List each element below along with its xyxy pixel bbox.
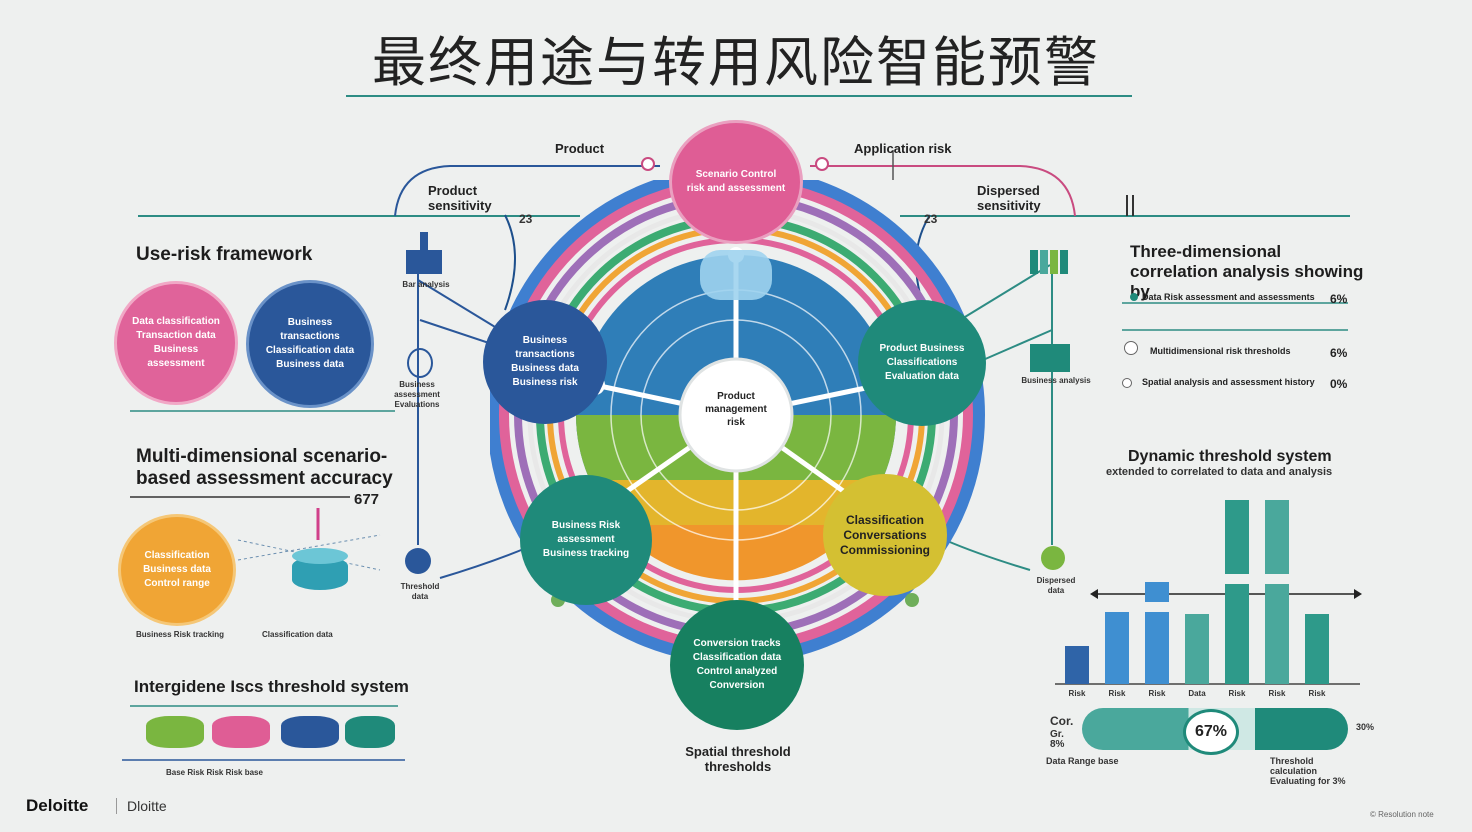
node-dot-right <box>1041 546 1065 570</box>
deloitte-logo-secondary: Dloitte <box>116 798 167 814</box>
dispersed-sensitivity-label: Dispersed sensitivity <box>977 183 1041 213</box>
pink-circle[interactable]: Data classification Transaction data Bus… <box>114 281 238 405</box>
bottom-label: Spatial threshold thresholds <box>685 744 791 774</box>
bar-6 <box>1305 614 1329 684</box>
gauge-caption-left: Data Range base <box>1046 756 1119 766</box>
tick-label-0: Risk <box>1069 689 1086 698</box>
gauge-left-bottom: Gr. 8% <box>1050 729 1065 750</box>
product-label: Product <box>555 141 605 156</box>
bottom-left-circle[interactable]: Business Risk assessment Business tracki… <box>520 475 652 605</box>
left-circle[interactable]: Business transactions Business data Busi… <box>483 300 607 424</box>
tick-label-6: Risk <box>1309 689 1326 698</box>
deloitte-logo: Deloitte <box>26 796 89 815</box>
bar-3 <box>1185 614 1209 684</box>
corr-row-1-value: 6% <box>1330 292 1348 306</box>
three-dim-title: Three-dimensional correlation analysis s… <box>1130 242 1364 301</box>
tick-label-3: Data <box>1188 689 1206 698</box>
dynamic-threshold-bar-chart: Risk Risk Risk Data Risk Risk Risk <box>1065 500 1329 698</box>
num-right: 23 <box>924 212 938 226</box>
bar-2 <box>1145 612 1169 684</box>
multi-dimensional-title: Multi-dimensional scenario-based assessm… <box>136 446 393 489</box>
tick-label-5: Risk <box>1269 689 1286 698</box>
bar-4 <box>1225 584 1249 684</box>
tick-label-4: Risk <box>1229 689 1246 698</box>
bar-5 <box>1265 584 1289 684</box>
upper-bar-4 <box>1225 500 1249 574</box>
orange-circle[interactable]: Classification Business data Control ran… <box>118 514 236 626</box>
corr-row-2-value: 6% <box>1330 346 1348 360</box>
gauge-caption-right: Threshold calculation Evaluating for 3% <box>1270 756 1346 786</box>
corr-row-1-text: Data Risk assessment and assessments <box>1142 292 1315 302</box>
corr-row-2-dot <box>1124 341 1138 355</box>
gauge-value: 67% <box>1194 723 1228 740</box>
corr-row-1-dot <box>1130 293 1138 301</box>
corr-row-1[interactable]: Data Risk assessment and assessments 6% <box>1130 292 1360 306</box>
dynamic-threshold-title: Dynamic threshold system <box>1128 448 1332 465</box>
right-node-caption-1: Business analysis <box>1021 376 1091 385</box>
dynamic-threshold-subtitle: extended to correlated to data and analy… <box>1106 466 1333 478</box>
application-risk-label: Application risk <box>854 141 952 156</box>
corr-row-2-text: Multidimensional risk thresholds <box>1150 346 1291 356</box>
gauge-knob[interactable]: 67% <box>1183 709 1239 755</box>
corr-row-3-text: Spatial analysis and assessment history <box>1142 377 1315 387</box>
bottom-right-circle[interactable]: Classification Conversations Commissioni… <box>823 474 947 596</box>
cylinder-green <box>146 716 204 748</box>
stack-icon-right <box>1030 344 1070 372</box>
bar-icon-right <box>1030 250 1070 274</box>
left-node-caption-1: Bar analysis <box>402 280 450 289</box>
footer-note: © Resolution note <box>1370 810 1434 819</box>
bottom-circle[interactable]: Conversion tracks Classification data Co… <box>670 600 804 730</box>
upper-bar-5 <box>1265 500 1289 574</box>
gauge-right: 30% <box>1356 722 1375 732</box>
corr-row-2[interactable]: Multidimensional risk thresholds 6% <box>1130 346 1360 360</box>
node-dot-left <box>405 548 431 574</box>
num-left: 23 <box>519 212 533 226</box>
cylinder-blue <box>281 716 339 748</box>
orange-caption: Business Risk tracking <box>136 630 225 639</box>
title-underline <box>346 95 1132 97</box>
right-node-caption-2: Dispersed data <box>1036 576 1076 595</box>
product-sensitivity-label: Product sensitivity <box>428 183 492 213</box>
left-node-caption-2: Business assessment Evaluations <box>394 380 440 409</box>
corr-row-3-dot <box>1122 378 1132 388</box>
cylinder-teal <box>345 716 395 748</box>
corr-row-3-value: 0% <box>1330 377 1348 391</box>
inter-threshold-title: Intergidene Iscs threshold system <box>134 677 409 696</box>
cylinder-top <box>292 548 348 564</box>
orange-caption-2: Classification data <box>262 630 333 639</box>
bar-1 <box>1105 612 1129 684</box>
cylinder-caption: Base Risk Risk Risk base <box>166 768 263 777</box>
person-icon-left <box>407 348 433 378</box>
multi-value: 677 <box>354 491 380 508</box>
blue-circle[interactable]: Business transactions Classification dat… <box>246 280 374 408</box>
gauge-left-top: Cor. <box>1050 714 1074 728</box>
bar-icon-left <box>406 232 442 274</box>
tick-label-1: Risk <box>1109 689 1126 698</box>
bar-0 <box>1065 646 1089 684</box>
right-circle[interactable]: Product Business Classifications Evaluat… <box>858 300 986 426</box>
cylinder-pink <box>212 716 270 748</box>
top-circle[interactable]: Scenario Control risk and assessment <box>669 120 803 244</box>
page-title: 最终用途与转用风险智能预警 <box>372 31 1100 94</box>
left-node-caption-3: Threshold data <box>400 582 440 601</box>
upper-bar-2 <box>1145 582 1169 602</box>
hub-label: Product management risk <box>705 391 767 428</box>
tick-label-2: Risk <box>1149 689 1166 698</box>
use-risk-title: Use-risk framework <box>136 244 313 265</box>
corr-row-3[interactable]: Spatial analysis and assessment history … <box>1130 377 1360 391</box>
